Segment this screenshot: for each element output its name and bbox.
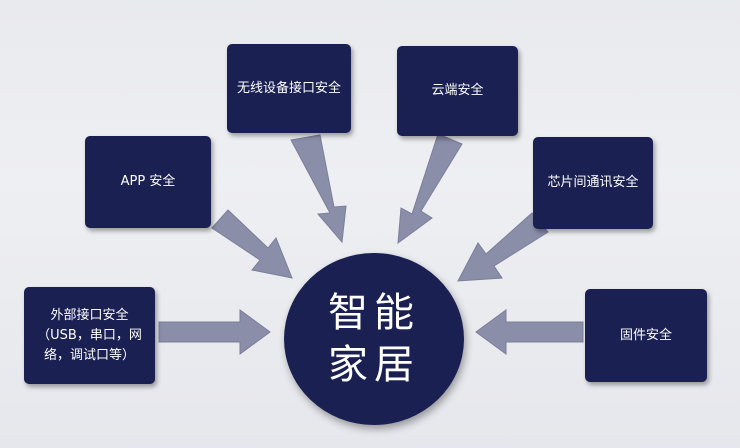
node-app-label: APP 安全 xyxy=(120,174,176,189)
node-chip-communication-security: 芯片间通讯安全 xyxy=(533,137,653,229)
node-external-label: 外部接口安全（USB，串口，网络，调试口等） xyxy=(37,307,142,363)
arrow-cloud-to-hub xyxy=(397,133,463,245)
node-cloud-security: 云端安全 xyxy=(397,46,518,136)
arrow-wireless-to-hub xyxy=(290,134,347,244)
node-external-interface-security: 外部接口安全（USB，串口，网络，调试口等） xyxy=(24,287,155,384)
arrow-app-to-hub xyxy=(211,209,293,279)
node-wireless-interface-security: 无线设备接口安全 xyxy=(227,44,351,133)
node-firmware-security: 固件安全 xyxy=(585,289,707,382)
arrow-chip-to-hub xyxy=(457,212,549,282)
node-cloud-label: 云端安全 xyxy=(431,83,484,98)
node-chip-label: 芯片间通讯安全 xyxy=(547,175,639,190)
hub-label: 智能家居 xyxy=(328,290,420,388)
arrow-firmware-to-hub xyxy=(475,309,584,355)
node-firmware-label: 固件安全 xyxy=(619,327,672,343)
hub-smart-home: 智能家居 xyxy=(284,253,464,425)
node-wireless-label: 无线设备接口安全 xyxy=(237,80,342,96)
arrow-external-to-hub xyxy=(158,309,271,355)
node-app-security: APP 安全 xyxy=(85,136,211,228)
